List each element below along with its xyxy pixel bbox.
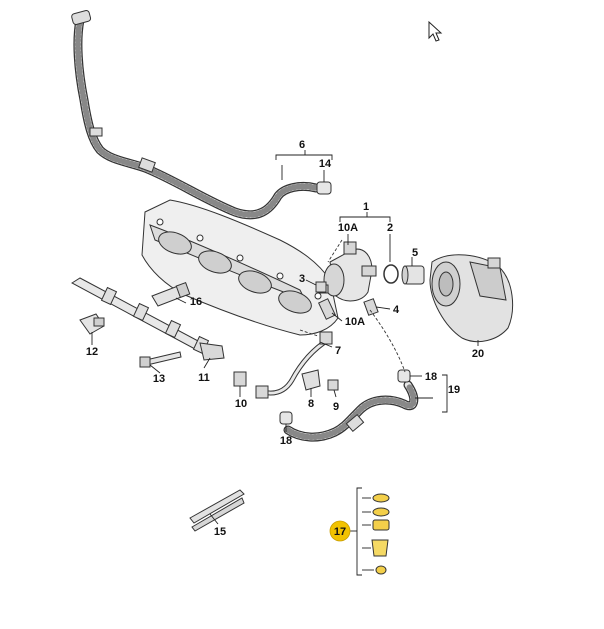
callout-16: 16 xyxy=(190,296,202,308)
callout-10a-side: 10A xyxy=(345,316,365,328)
bolt-9 xyxy=(327,379,339,391)
hose-clip-18-bottom xyxy=(279,411,293,425)
callout-17-highlight: 17 xyxy=(329,520,351,542)
assembly-dashed-lines xyxy=(299,239,406,373)
callout-10: 10 xyxy=(235,398,247,410)
callout-15: 15 xyxy=(214,526,226,538)
mouse-cursor-icon xyxy=(428,20,443,42)
callout-5: 5 xyxy=(412,247,418,259)
fuel-rail-11 xyxy=(71,277,225,361)
callout-6: 6 xyxy=(299,139,305,151)
hose-clip-18-right xyxy=(397,369,411,383)
bracket-8 xyxy=(301,369,321,391)
callout-18-bottom: 18 xyxy=(280,435,292,447)
hose-clip-14 xyxy=(316,181,332,195)
callout-labels: 6 14 1 10A 2 5 3 4 10A 7 16 12 13 11 10 … xyxy=(86,139,484,538)
callout-20: 20 xyxy=(472,348,484,360)
union-nut-10 xyxy=(233,371,247,387)
callout-9: 9 xyxy=(333,401,339,413)
callout-19: 19 xyxy=(448,384,460,396)
callout-1: 1 xyxy=(363,201,369,213)
callout-2: 2 xyxy=(387,222,393,234)
bolt-3 xyxy=(315,281,327,293)
callout-17: 17 xyxy=(334,526,346,538)
vacuum-pump-20 xyxy=(429,254,514,343)
vacuum-hose-19 xyxy=(283,380,419,442)
callout-10a-top: 10A xyxy=(338,222,358,234)
fitting-4 xyxy=(363,298,379,316)
callout-8: 8 xyxy=(308,398,314,410)
high-pressure-pump-1 xyxy=(317,241,377,302)
callout-4: 4 xyxy=(393,304,400,316)
o-ring-2 xyxy=(383,264,399,284)
high-pressure-pipe-7 xyxy=(255,331,333,399)
fitting-10a xyxy=(318,298,336,320)
vacuum-hose-upper xyxy=(71,10,321,220)
callout-18-right: 18 xyxy=(425,371,437,383)
callout-3: 3 xyxy=(299,273,305,285)
pressure-sensor-12 xyxy=(79,313,105,335)
repair-kit-17 xyxy=(371,493,390,575)
injector-16 xyxy=(151,282,191,307)
callout-12: 12 xyxy=(86,346,98,358)
bolt-13 xyxy=(139,351,182,368)
callout-14: 14 xyxy=(319,158,332,170)
cylinder-head xyxy=(141,199,339,336)
removal-tool-15 xyxy=(189,489,245,532)
leader-lines xyxy=(91,150,479,576)
callout-11: 11 xyxy=(198,372,210,384)
roller-tappet-5 xyxy=(401,265,425,285)
callout-13: 13 xyxy=(153,373,165,385)
callout-7: 7 xyxy=(335,345,341,357)
